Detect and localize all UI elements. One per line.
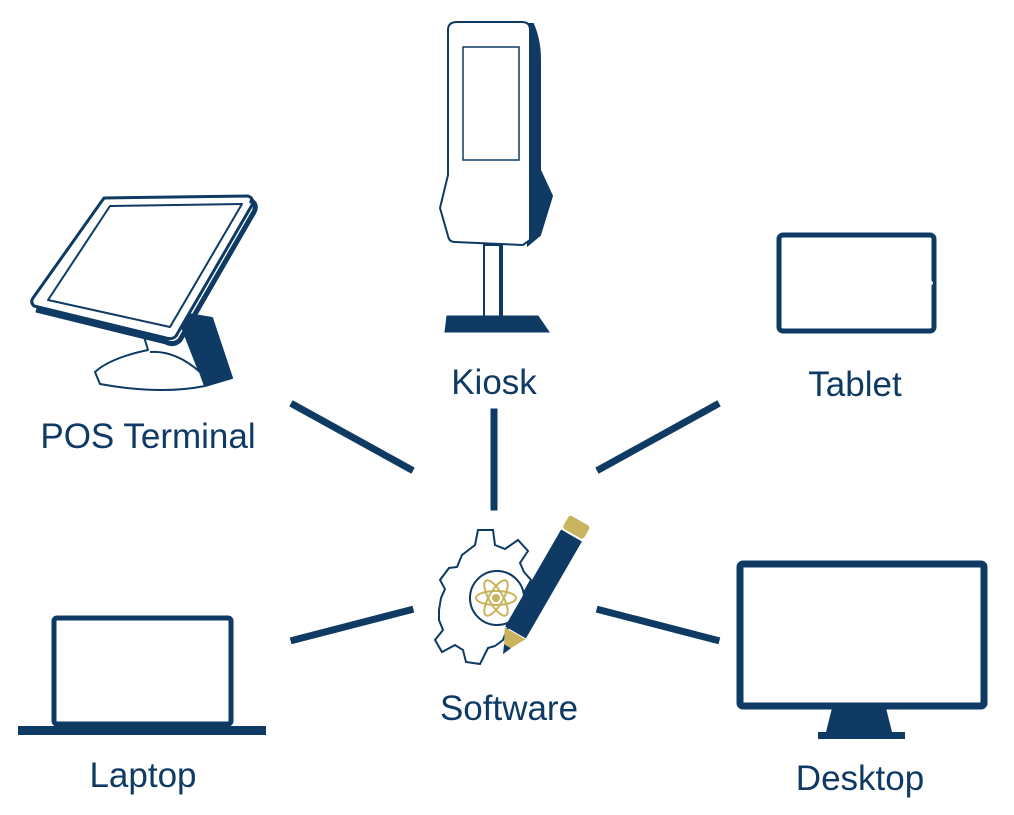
pos-terminal-icon [30,194,258,392]
label-desktop: Desktop [796,759,924,798]
connector-desktop [595,605,721,645]
gear-atom-pencil-icon [433,515,590,666]
label-kiosk: Kiosk [451,363,537,402]
atom-icon [475,579,517,617]
label-pos-terminal: POS Terminal [40,417,255,456]
label-tablet: Tablet [808,365,902,404]
connector-laptop [289,605,415,645]
connector-tablet [595,400,721,474]
tablet-home-button [929,281,933,285]
label-laptop: Laptop [89,756,196,795]
tablet-icon [776,232,937,334]
pencil-icon [503,515,590,655]
desktop-icon [736,560,988,739]
laptop-icon [18,615,266,735]
connector-pos-terminal [289,400,415,474]
label-software: Software [440,689,578,728]
kiosk-icon [438,21,554,333]
